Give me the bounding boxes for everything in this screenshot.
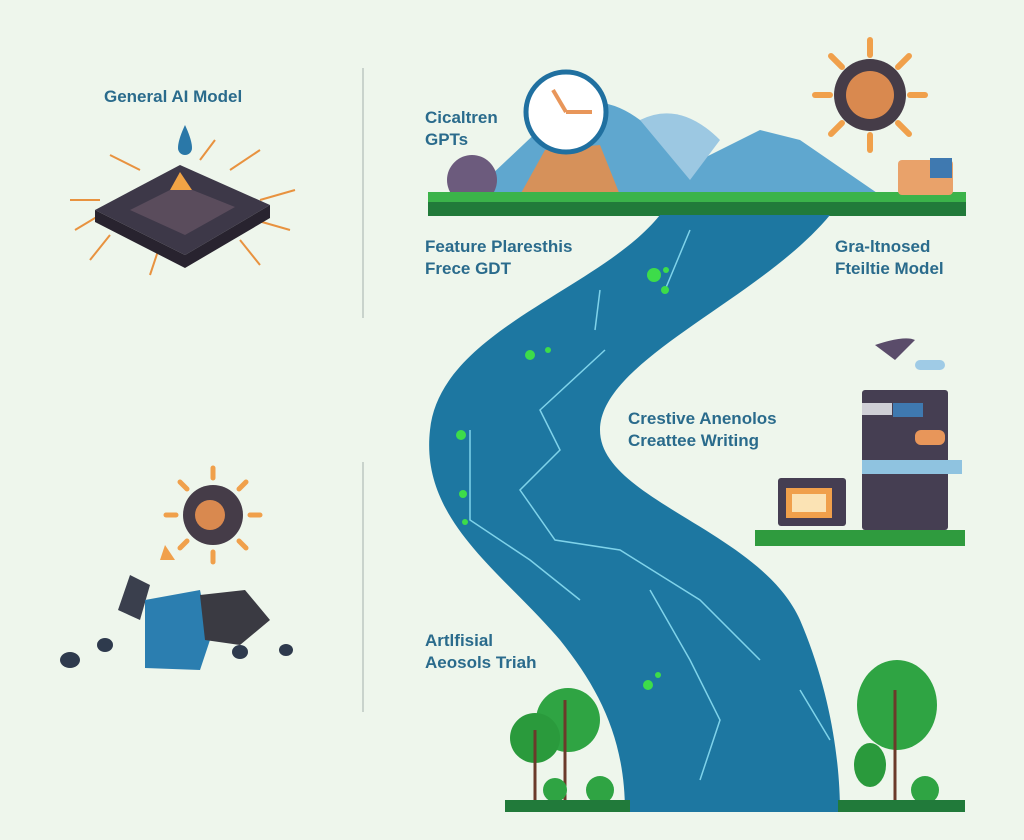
drop-icon <box>178 125 192 155</box>
river <box>429 215 840 812</box>
trees-right <box>854 660 939 804</box>
label-graph-based-model: Gra-ltnosed Fteiltie Model <box>835 236 944 280</box>
server-icon <box>862 338 962 530</box>
label-line: Artlfisial <box>425 631 494 650</box>
computer-icon <box>778 478 846 526</box>
label-line: Gra-ltnosed <box>835 237 931 256</box>
label-line: Crestive Anenolos <box>628 409 777 428</box>
label-line: Fteiltie Model <box>835 259 944 278</box>
label-line: Creattee Writing <box>628 431 759 450</box>
trees-left <box>510 688 614 804</box>
rocks <box>60 545 293 670</box>
chip-icon <box>70 139 296 276</box>
river-streams <box>469 229 831 781</box>
label-line: Aeosols Triah <box>425 653 537 672</box>
grass-strip-top <box>428 192 966 202</box>
river-dots <box>456 267 669 690</box>
label-line: General AI Model <box>104 87 243 106</box>
label-artificial: Artlfisial Aeosols Triah <box>425 630 536 674</box>
mountains <box>447 102 880 205</box>
label-line: GPTs <box>425 130 469 149</box>
label-custom-gpts: Cicaltren GPTs <box>425 107 498 151</box>
label-general-ai-model: General AI Model <box>104 86 242 108</box>
grass-strip-right <box>755 530 965 546</box>
sun-icon-left <box>163 465 263 565</box>
label-line: Frece GDT <box>425 259 511 278</box>
clock-icon <box>523 69 609 155</box>
sun-icon-top <box>812 37 928 153</box>
label-line: Feature Plaresthis <box>425 237 573 256</box>
label-line: Cicaltren <box>425 108 498 127</box>
label-creative-writing: Crestive Anenolos Creattee Writing <box>628 408 777 452</box>
label-feature-free-gpt: Feature Plaresthis Frece GDT <box>425 236 572 280</box>
